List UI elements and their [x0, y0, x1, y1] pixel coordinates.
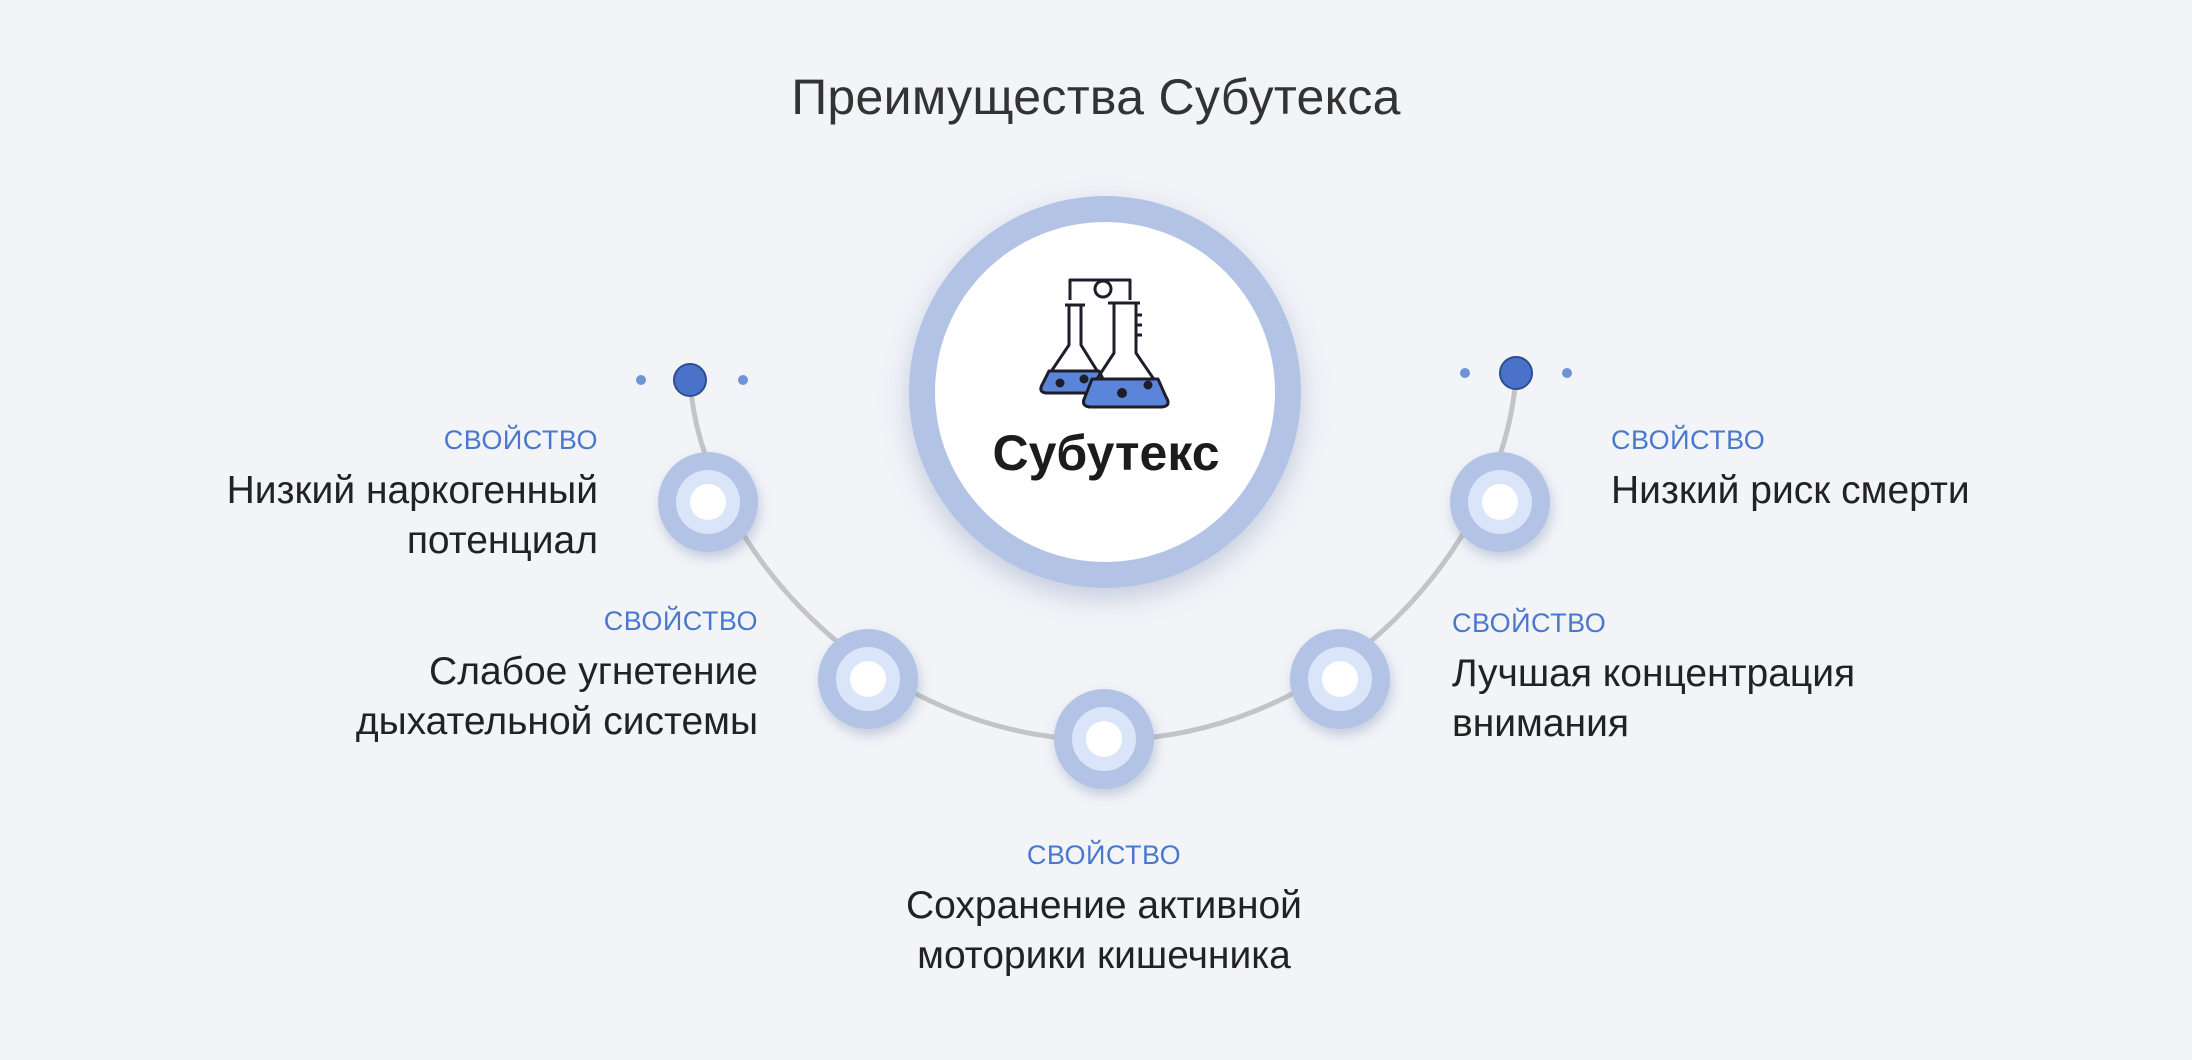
property-1: СВОЙСТВО Низкий наркогенный потенциал: [200, 425, 598, 566]
arc-end-dot: [1460, 368, 1470, 378]
property-text-line1: Низкий риск смерти: [1611, 469, 1970, 512]
page-title: Преимущества Субутекса: [791, 69, 1401, 125]
property-tag: СВОЙСТВО: [603, 606, 758, 636]
property-text-line1: Лучшая концентрация: [1452, 652, 1856, 695]
arc-end-dot: [738, 375, 748, 385]
arc-end-dot: [636, 375, 646, 385]
property-text-line2: потенциал: [406, 519, 598, 562]
property-text-line2: моторики кишечника: [917, 934, 1291, 977]
property-tag: СВОЙСТВО: [1452, 608, 1607, 638]
node-4: [1290, 629, 1390, 729]
arc-end-dot: [1562, 368, 1572, 378]
property-text-line1: Низкий наркогенный: [226, 469, 598, 512]
center-label: Субутекс: [992, 425, 1220, 481]
property-4: СВОЙСТВО Лучшая концентрация внимания: [1452, 608, 1912, 749]
property-text-line2: дыхательной системы: [355, 700, 758, 743]
property-2: СВОЙСТВО Слабое угнетение дыхательной си…: [330, 606, 758, 747]
node-1: [658, 452, 758, 552]
property-tag: СВОЙСТВО: [1026, 840, 1182, 870]
arc-end-knob: [1499, 356, 1533, 390]
property-3: СВОЙСТВО Сохранение активной моторики ки…: [854, 840, 1354, 981]
property-5: СВОЙСТВО Низкий риск смерти: [1611, 425, 2051, 516]
lab-flasks-icon: [1039, 278, 1170, 409]
node-2: [818, 629, 918, 729]
arc-end-knob: [673, 363, 707, 397]
property-tag: СВОЙСТВО: [443, 425, 598, 455]
property-text-line2: внимания: [1452, 702, 1629, 745]
property-text-line1: Сохранение активной: [906, 884, 1302, 927]
node-3: [1054, 689, 1154, 789]
property-text-line1: Слабое угнетение: [429, 650, 758, 693]
property-tag: СВОЙСТВО: [1611, 425, 1766, 455]
node-5: [1450, 452, 1550, 552]
